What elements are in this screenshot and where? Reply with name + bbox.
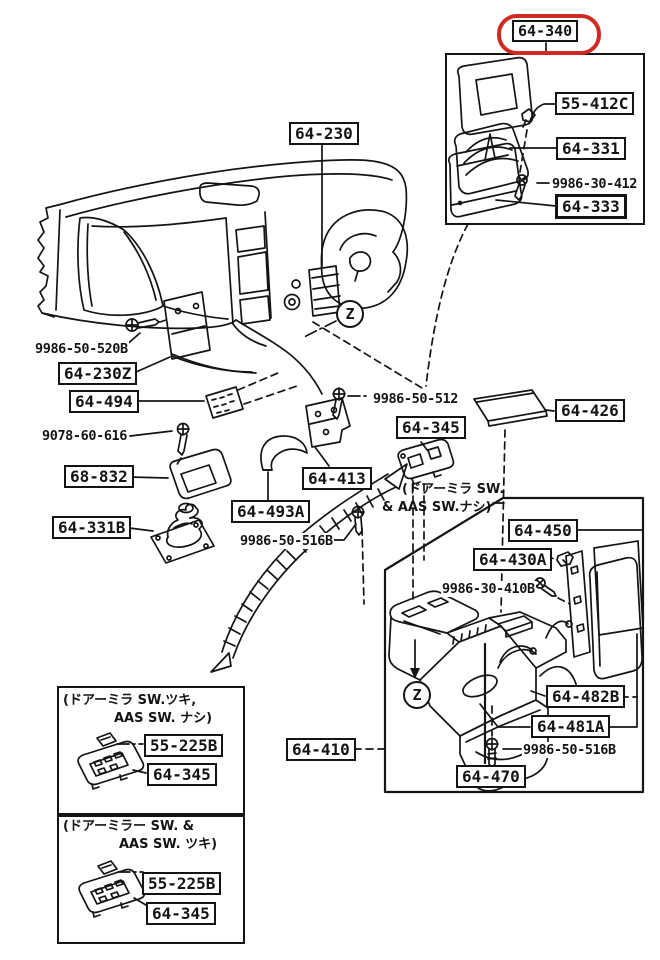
zone-letter: Z	[345, 305, 355, 323]
variant-lower-note-line1: (ドアーミラー SW. &	[63, 819, 195, 834]
leader-68-832	[128, 476, 169, 479]
leader-9078-60-616	[129, 430, 173, 437]
zone-marker-z-bottom: Z	[403, 681, 431, 709]
leader-64-331b	[128, 527, 154, 532]
part-label-64-413[interactable]: 64-413	[302, 467, 372, 490]
part-label-64-340[interactable]: 64-340	[512, 20, 579, 42]
part-label-64-481a[interactable]: 64-481A	[531, 715, 611, 738]
part-label-64-450[interactable]: 64-450	[508, 519, 578, 542]
screw-9986-30-410b	[534, 577, 571, 605]
console-assembly-box	[383, 496, 645, 794]
part-label-64-482b[interactable]: 64-482B	[546, 685, 626, 708]
leader-64-413	[314, 446, 330, 467]
dashboard-drawing	[37, 159, 409, 395]
part-label-64-345-variant-upper[interactable]: 64-345	[147, 763, 217, 786]
part-label-55-225b-upper[interactable]: 55-225B	[144, 734, 224, 757]
variant-lower-note-line2: AAS SW. ツキ)	[119, 837, 218, 852]
armrest-64-482b-drawing	[565, 540, 644, 680]
part-label-9986-50-516b-upper[interactable]: 9986-50-516B	[239, 533, 334, 549]
part-label-64-230[interactable]: 64-230	[289, 122, 359, 145]
part-label-55-412c[interactable]: 55-412C	[555, 92, 635, 115]
part-label-64-333[interactable]: 64-333	[555, 194, 627, 219]
highlight-oval	[497, 14, 601, 55]
part-label-9078-60-616[interactable]: 9078-60-616	[41, 428, 129, 444]
console-variant-note-line2: & AAS SW.ナシ)	[382, 500, 492, 515]
clip-64-430a	[556, 551, 574, 567]
lid-64-426	[473, 389, 548, 427]
inset-64-340-drawing	[447, 42, 557, 218]
part-label-9986-50-516b-lower[interactable]: 9986-50-516B	[522, 742, 617, 758]
part-label-64-345[interactable]: 64-345	[396, 416, 466, 439]
plate-68-832	[169, 448, 232, 500]
leader-64-426	[545, 409, 555, 412]
bracket-64-230z-drawing	[163, 291, 253, 373]
variant-box-lower	[57, 813, 245, 944]
variant-box-upper	[57, 686, 245, 817]
link-64-481a	[606, 633, 638, 728]
leader-64-230z	[135, 356, 171, 373]
screw-9986-50-516b-lower	[485, 705, 499, 769]
console-variant-note-line1: (ドアーミラ SW.	[402, 482, 505, 497]
boot-64-331b	[150, 502, 215, 564]
part-label-64-345-variant-lower[interactable]: 64-345	[146, 902, 216, 925]
zone-letter: Z	[412, 686, 422, 704]
screw-9986-50-520b	[125, 318, 167, 332]
variant-switch-upper	[77, 732, 147, 790]
bracket-64-413	[305, 397, 351, 448]
part-label-68-832[interactable]: 68-832	[64, 465, 134, 488]
part-label-64-230z[interactable]: 64-230Z	[58, 362, 138, 385]
variant-switch-lower	[78, 860, 147, 918]
switch-64-345-drawing	[397, 438, 455, 485]
part-label-64-470[interactable]: 64-470	[456, 765, 526, 788]
reference-dashes-top	[303, 223, 469, 389]
zone-marker-z-top: Z	[336, 300, 364, 328]
part-label-64-430a[interactable]: 64-430A	[473, 548, 553, 571]
wire-harness-coil	[210, 463, 408, 673]
duct-64-493a	[260, 435, 308, 471]
part-label-9986-30-412[interactable]: 9986-30-412	[551, 176, 639, 192]
part-label-64-331[interactable]: 64-331	[556, 137, 626, 160]
part-label-64-331b[interactable]: 64-331B	[52, 516, 132, 539]
variant-upper-note-line1: (ドアーミラ SW.ツキ,	[63, 693, 197, 708]
part-label-64-494[interactable]: 64-494	[69, 390, 139, 413]
part-label-55-225b-lower[interactable]: 55-225B	[142, 872, 222, 895]
part-label-64-493a[interactable]: 64-493A	[231, 500, 311, 523]
dash-9986-50-516b	[361, 527, 365, 605]
pad-64-494	[205, 372, 301, 419]
part-label-9986-30-410b[interactable]: 9986-30-410B	[441, 581, 536, 597]
leader-64-345	[420, 441, 429, 452]
part-label-9986-50-512[interactable]: 9986-50-512	[372, 391, 460, 407]
leader-64-482b	[530, 690, 546, 697]
variant-upper-note-line2: AAS SW. ナシ)	[114, 711, 213, 726]
screw-9986-50-512	[332, 387, 346, 420]
part-label-64-410[interactable]: 64-410	[286, 738, 356, 761]
part-label-9986-50-520b[interactable]: 9986-50-520B	[34, 341, 129, 357]
part-label-64-426[interactable]: 64-426	[555, 399, 625, 422]
